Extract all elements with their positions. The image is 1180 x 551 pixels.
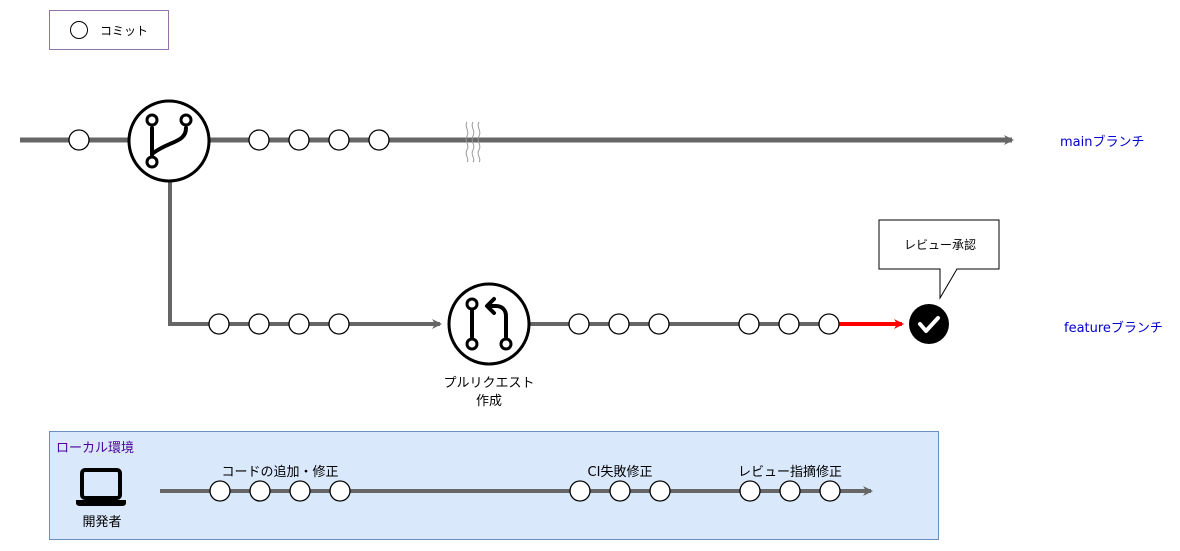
commit — [68, 129, 90, 151]
commit — [328, 313, 350, 335]
legend-commit-label: コミット — [100, 24, 149, 38]
commit — [818, 313, 840, 335]
commit-legend-icon — [70, 21, 88, 39]
commit — [289, 480, 311, 502]
local-environment-title: ローカル環境 — [56, 441, 135, 456]
commit — [248, 129, 270, 151]
commit — [248, 313, 270, 335]
commit — [779, 480, 801, 502]
commit — [569, 480, 591, 502]
commit — [288, 313, 310, 335]
pull-request-label: プルリクエスト 作成 — [443, 375, 534, 411]
commit — [649, 480, 671, 502]
commit — [608, 313, 630, 335]
feature-commits — [208, 313, 840, 335]
feature-branch-label: featureブランチ — [1064, 321, 1163, 336]
commit — [368, 129, 390, 151]
commit — [778, 313, 800, 335]
review-approval-label: レビュー承認 — [904, 238, 977, 252]
commit — [329, 480, 351, 502]
laptop-icon — [76, 468, 126, 506]
segment-label-ci-fix: CI失敗修正 — [587, 465, 653, 480]
commit — [568, 313, 590, 335]
local-commits — [209, 480, 841, 502]
segment-label-review-fix: レビュー指摘修正 — [737, 465, 843, 480]
git-branch-icon — [127, 99, 211, 183]
commit — [739, 480, 761, 502]
commit — [819, 480, 841, 502]
main-commits — [68, 129, 390, 151]
legend: コミット — [49, 10, 169, 50]
local-environment-box: ローカル環境 開発者 コードの追加・修正 CI失敗修正 レビュー指摘 — [49, 431, 939, 540]
pull-request-label-line2: 作成 — [475, 394, 503, 409]
commit — [249, 480, 271, 502]
commit — [328, 129, 350, 151]
segment-label-code-edit: コードの追加・修正 — [221, 465, 339, 480]
commit — [288, 129, 310, 151]
commit — [208, 313, 230, 335]
commit — [209, 480, 231, 502]
commit — [609, 480, 631, 502]
local-timeline — [76, 468, 873, 506]
commit — [648, 313, 670, 335]
commit — [738, 313, 760, 335]
check-circle-icon — [909, 304, 949, 344]
feature-branch-line — [168, 140, 442, 329]
developer-label: 開発者 — [82, 515, 122, 530]
pull-request-icon — [447, 282, 531, 366]
review-callout — [878, 219, 1000, 300]
main-branch-label: mainブランチ — [1060, 135, 1145, 150]
time-skip-mark — [465, 121, 481, 163]
pull-request-label-line1: プルリクエスト — [443, 376, 535, 391]
